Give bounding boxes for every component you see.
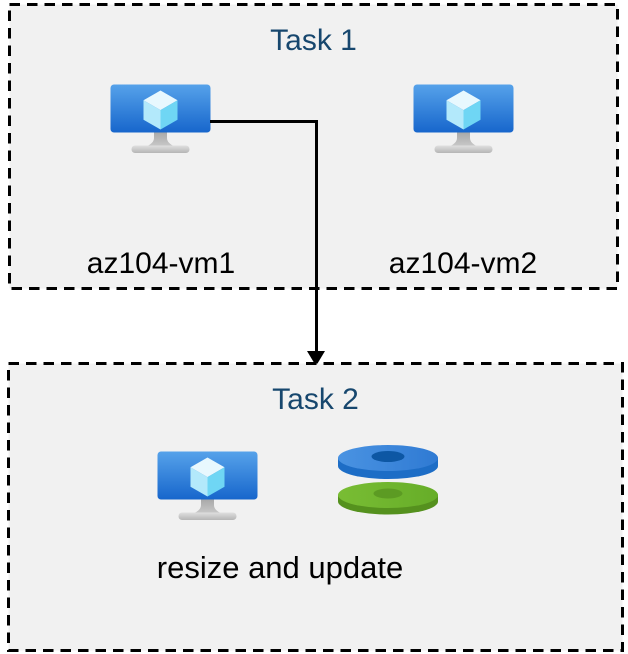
virtual-machine-icon	[110, 84, 211, 153]
task1-box: Task 1	[8, 3, 619, 290]
vm2-name: az104-vm2	[388, 247, 538, 280]
task1-title: Task 1	[270, 24, 357, 57]
arrow-vertical-line	[315, 120, 318, 353]
vm1-name: az104-vm1	[86, 247, 236, 280]
task2-box: Task 2	[7, 362, 624, 652]
task2-caption: resize and update	[156, 550, 404, 585]
task1-dashed-border	[8, 3, 619, 290]
arrow-horizontal-line	[210, 120, 318, 123]
task2-dashed-border	[7, 362, 624, 652]
task2-title: Task 2	[272, 383, 359, 416]
virtual-machine-icon	[157, 451, 258, 520]
virtual-machine-icon	[413, 84, 514, 153]
managed-disks-icon	[338, 445, 438, 515]
